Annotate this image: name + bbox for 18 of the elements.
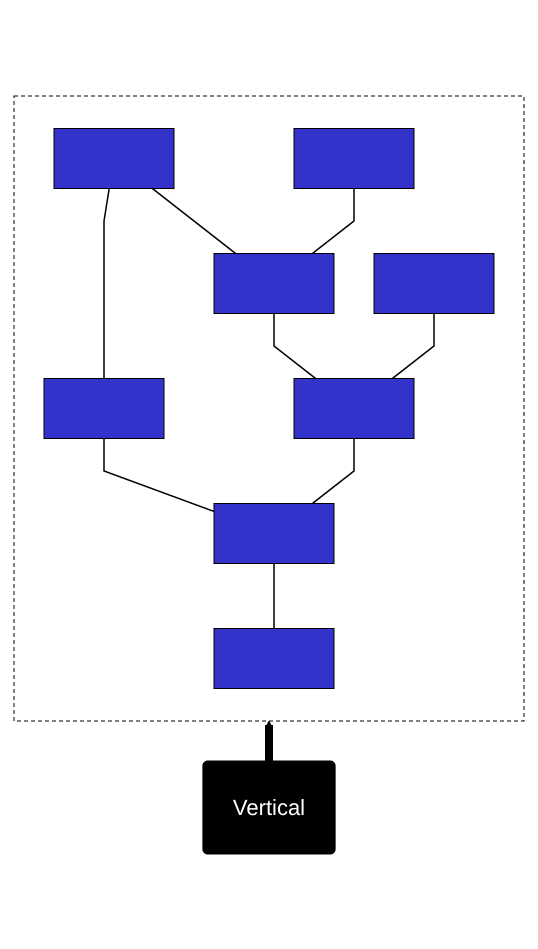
node-box	[214, 502, 334, 564]
connector	[273, 313, 316, 379]
node-box	[294, 128, 414, 188]
node-box	[374, 252, 494, 314]
node-box	[54, 128, 174, 188]
node-box	[214, 252, 334, 314]
connector	[273, 563, 275, 628]
connector	[392, 313, 435, 379]
arrow	[264, 720, 274, 760]
cluster	[14, 95, 524, 721]
connector	[103, 188, 110, 378]
connector	[152, 187, 236, 254]
connector	[312, 438, 355, 504]
node-box	[294, 378, 414, 438]
connector	[312, 188, 355, 254]
node-box	[44, 378, 164, 438]
connector	[103, 438, 214, 512]
node-box	[214, 628, 334, 688]
